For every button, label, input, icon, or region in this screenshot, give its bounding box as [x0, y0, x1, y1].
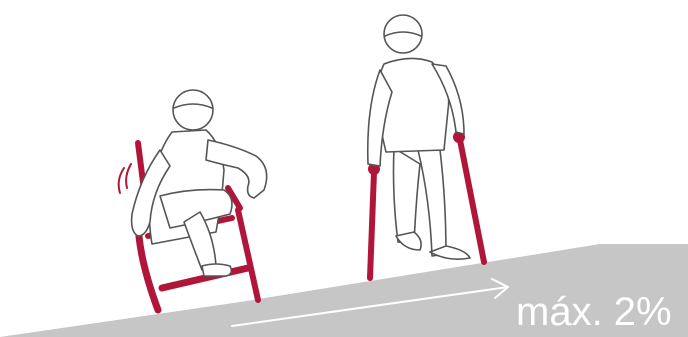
max-slope-label: máx. 2% [516, 290, 672, 334]
wheelchair-user-icon [119, 90, 267, 310]
crutches-walker-icon [368, 15, 484, 278]
